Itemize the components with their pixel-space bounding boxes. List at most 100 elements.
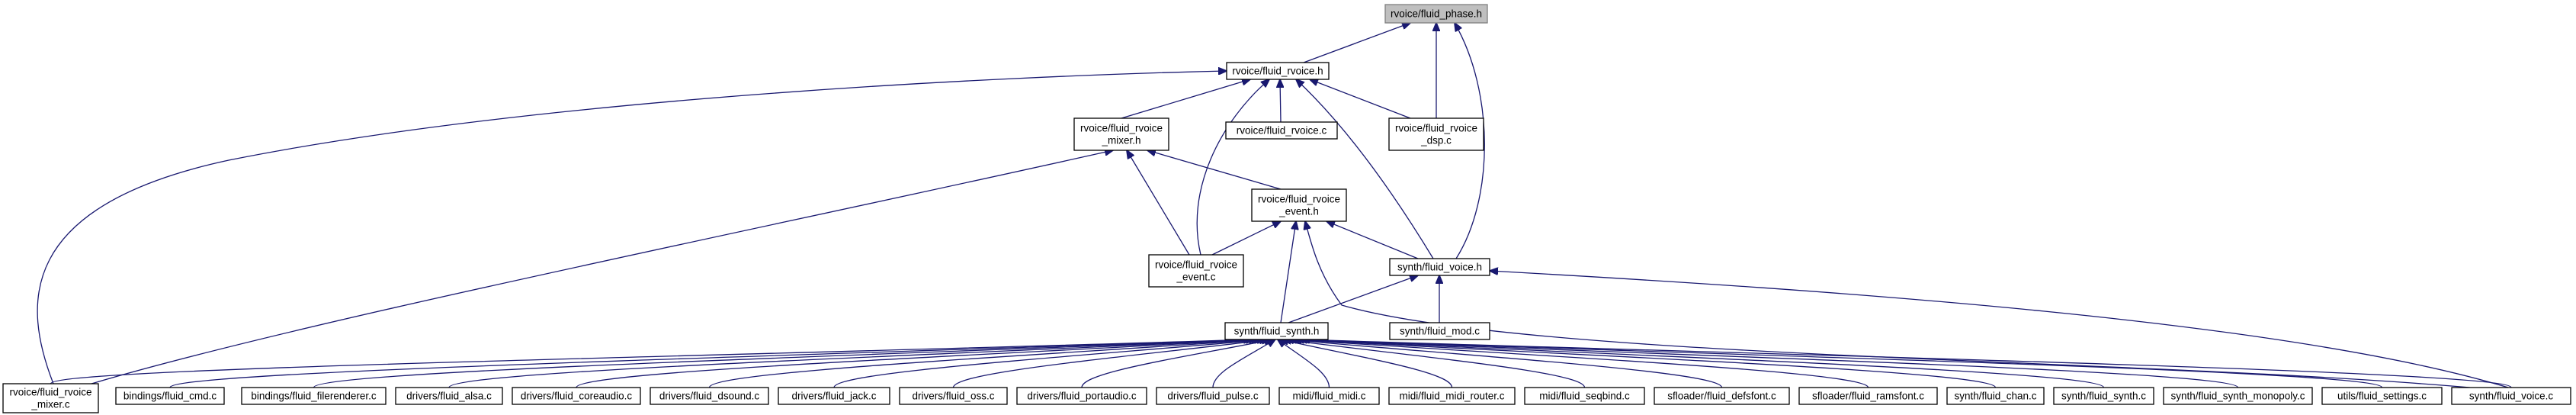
node-box [1388,387,1516,405]
node-label: midi/fluid_midi_router.c [1399,391,1504,402]
node-event-c[interactable]: rvoice/fluid_rvoice_event.c [1148,254,1244,288]
node-label: drivers/fluid_jack.c [791,391,876,402]
node-dsound-c[interactable]: drivers/fluid_dsound.c [650,387,769,405]
node-mixer-c[interactable]: rvoice/fluid_rvoice_mixer.c [2,383,99,413]
edge-alsa_c-to-synth_h [448,339,1260,388]
edge-event_c-to-rvoice_h [1196,79,1269,256]
node-box [1389,258,1490,276]
node-label: drivers/fluid_coreaudio.c [521,391,633,402]
edge-oss_c-to-synth_h [952,339,1271,388]
node-pulse-c[interactable]: drivers/fluid_pulse.c [1156,387,1270,405]
edge-chan_c-to-synth_h [1291,339,1997,388]
node-label: _event.c [1176,272,1215,283]
edge-cmd_c-to-synth_h [169,339,1254,388]
node-label: synth/fluid_mod.c [1400,326,1480,337]
node-mod-c[interactable]: synth/fluid_mod.c [1389,322,1490,340]
node-box [241,387,387,405]
node-box [1016,387,1147,405]
node-midirouter-c[interactable]: midi/fluid_midi_router.c [1388,387,1516,405]
edge-jack_c-to-synth_h [833,339,1268,388]
node-box [1226,62,1330,80]
node-label: synth/fluid_synth.h [1234,326,1320,337]
node-box [1148,254,1244,288]
node-rvoice-h[interactable]: rvoice/fluid_rvoice.h [1226,62,1330,80]
node-box [1225,121,1338,140]
node-monopoly-c[interactable]: synth/fluid_synth_monopoly.c [2163,387,2313,405]
node-label: rvoice/fluid_rvoice.h [1232,66,1323,77]
node-label: drivers/fluid_portaudio.c [1027,391,1137,402]
node-box [2321,387,2443,405]
edge-midi_c-to-synth_h [1278,339,1330,388]
edge-rvoice_h-to-phase [1303,23,1410,63]
node-event-h[interactable]: rvoice/fluid_rvoice_event.h [1251,188,1347,222]
node-mixer-h[interactable]: rvoice/fluid_rvoice_mixer.h [1073,117,1169,151]
node-settings-c[interactable]: utils/fluid_settings.c [2321,387,2443,405]
node-box [1654,387,1790,405]
edge-mixer_c-to-rvoice_h [37,71,1227,384]
node-label: drivers/fluid_alsa.c [406,391,492,402]
edge-mixer_c-to-mixer_h [91,150,1113,384]
edge-monopoly_c-to-synth_h [1296,339,2239,388]
node-filerend-c[interactable]: bindings/fluid_filerenderer.c [241,387,387,405]
node-box [2,383,99,413]
edge-filerend_c-to-synth_h [313,339,1258,388]
edge-synth_h-to-event_h [1280,221,1296,323]
node-midi-c[interactable]: midi/fluid_midi.c [1278,387,1380,405]
node-label: sfloader/fluid_defsfont.c [1667,391,1776,402]
edge-synth_h-to-voice_h [1288,275,1418,323]
node-label: bindings/fluid_filerenderer.c [251,391,377,402]
node-voice-c[interactable]: synth/fluid_voice.c [2451,387,2571,405]
node-label: utils/fluid_settings.c [2337,391,2427,402]
edge-voice_c-to-voice_h [1490,271,2509,388]
node-label: midi/fluid_midi.c [1292,391,1365,402]
node-label: midi/fluid_seqbind.c [1539,391,1630,402]
node-chan-c[interactable]: synth/fluid_chan.c [1946,387,2045,405]
node-box [1224,322,1329,340]
node-label: rvoice/fluid_rvoice [1395,123,1477,134]
node-jack-c[interactable]: drivers/fluid_jack.c [778,387,890,405]
nodes: rvoice/fluid_phase.h rvoice/fluid_rvoice.… [2,4,2571,413]
edge-seqbind_c-to-synth_h [1283,339,1586,388]
edge-pulse_c-to-synth_h [1212,339,1275,388]
node-portaudio-c[interactable]: drivers/fluid_portaudio.c [1016,387,1147,405]
edge-mixer_h-to-rvoice_h [1121,79,1250,119]
edge-midirouter_c-to-synth_h [1280,339,1453,388]
node-synth-h[interactable]: synth/fluid_synth.h [1224,322,1329,340]
node-box [2163,387,2313,405]
node-label: rvoice/fluid_rvoice [9,387,91,398]
edge-defsfont_c-to-synth_h [1285,339,1723,388]
edge-event_c-to-event_h [1211,221,1281,256]
edge-coreaudio_c-to-synth_h [576,339,1262,388]
node-seqbind-c[interactable]: midi/fluid_seqbind.c [1524,387,1645,405]
node-label: drivers/fluid_dsound.c [659,391,760,402]
node-ramsfont-c[interactable]: sfloader/fluid_ramsfont.c [1798,387,1938,405]
node-box [2451,387,2571,405]
node-box [650,387,769,405]
node-rvoice-c[interactable]: rvoice/fluid_rvoice.c [1225,121,1338,140]
edge-event_c-to-mixer_h [1127,150,1190,256]
node-label: rvoice/fluid_rvoice [1080,123,1163,134]
node-alsa-c[interactable]: drivers/fluid_alsa.c [395,387,503,405]
edge-settings_c-to-synth_h [1298,339,2383,388]
edge-dsound_c-to-synth_h [708,339,1266,388]
edge-voice_h-to-phase [1455,23,1485,259]
node-label: rvoice/fluid_rvoice [1155,259,1237,271]
node-box [1388,117,1484,151]
node-coreaudio-c[interactable]: drivers/fluid_coreaudio.c [512,387,641,405]
node-box [1278,387,1380,405]
node-oss-c[interactable]: drivers/fluid_oss.c [899,387,1008,405]
node-phase[interactable]: rvoice/fluid_phase.h [1384,4,1488,24]
node-defsfont-c[interactable]: sfloader/fluid_defsfont.c [1654,387,1790,405]
node-synth-c[interactable]: synth/fluid_synth.c [2053,387,2154,405]
node-box [395,387,503,405]
node-dsp-c[interactable]: rvoice/fluid_rvoice_dsp.c [1388,117,1484,151]
node-label: sfloader/fluid_ramsfont.c [1812,391,1924,402]
node-label: rvoice/fluid_phase.h [1391,8,1482,20]
node-label: synth/fluid_voice.c [2469,391,2554,402]
node-voice-h[interactable]: synth/fluid_voice.h [1389,258,1490,276]
node-label: drivers/fluid_oss.c [912,391,994,402]
node-label: synth/fluid_synth_monopoly.c [2170,391,2305,402]
node-cmd-c[interactable]: bindings/fluid_cmd.c [115,387,225,405]
node-box [899,387,1008,405]
